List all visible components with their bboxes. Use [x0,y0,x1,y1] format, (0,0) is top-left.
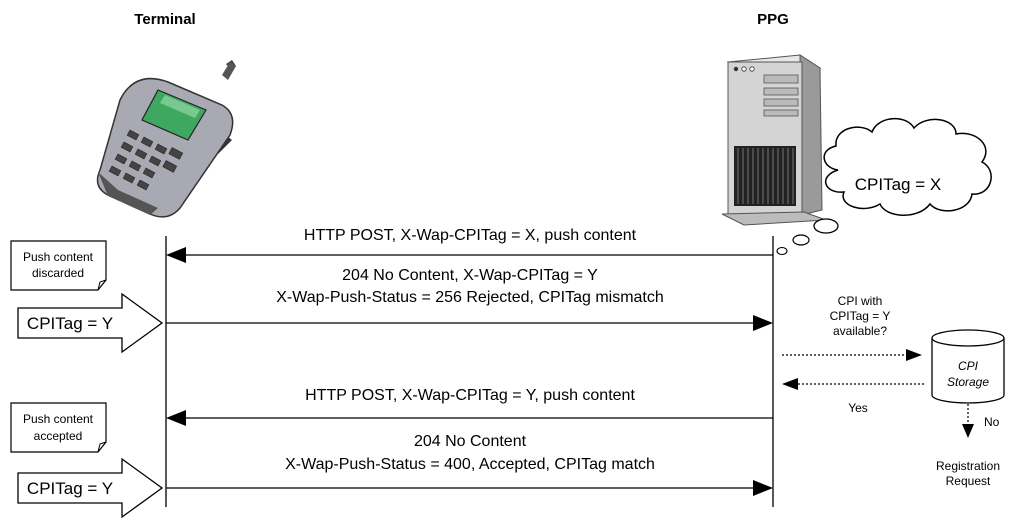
registration-text: Request [946,474,991,488]
query-text: CPITag = Y [830,309,891,323]
message-http-post-x: HTTP POST, X-Wap-CPITag = X, push conten… [166,227,773,263]
message-label: X-Wap-Push-Status = 256 Rejected, CPITag… [276,289,664,306]
message-label: HTTP POST, X-Wap-CPITag = X, push conten… [304,227,637,244]
cpitag-arrow-label: CPITag = Y [27,479,113,498]
registration-text: Registration [936,459,1000,473]
message-label: X-Wap-Push-Status = 400, Accepted, CPITa… [285,456,655,473]
cpitag-arrow-first: CPITag = Y [17,292,164,354]
cpitag-arrow-second: CPITag = Y [17,457,164,519]
ppg-header: PPG [757,11,789,28]
message-204-rejected: 204 No Content, X-Wap-CPITag = Y X-Wap-P… [166,267,773,331]
query-text: CPI with [838,294,883,308]
message-204-accepted: 204 No Content X-Wap-Push-Status = 400, … [166,433,773,496]
note-text: discarded [32,266,84,280]
storage-label: Storage [947,375,989,389]
no-label: No [984,415,1000,429]
query-text: available? [833,324,887,338]
cpi-storage-cylinder: CPI Storage [931,329,1005,404]
note-accepted: Push content accepted [10,402,107,453]
yes-arrow: Yes [782,378,924,415]
message-label: 204 No Content, X-Wap-CPITag = Y [342,267,598,284]
message-label: HTTP POST, X-Wap-CPITag = Y, push conten… [305,387,635,404]
message-label: 204 No Content [414,433,527,450]
thought-cloud: CPITag = X [776,118,992,256]
note-discarded: Push content discarded [10,240,107,291]
server-icon [721,54,827,226]
note-text: Push content [23,412,94,426]
no-arrow: No Registration Request [936,404,1000,488]
yes-label: Yes [848,401,868,415]
cloud-label: CPITag = X [855,175,941,194]
terminal-header: Terminal [134,11,195,28]
storage-label: CPI [958,359,979,373]
message-http-post-y: HTTP POST, X-Wap-CPITag = Y, push conten… [166,387,773,426]
cpitag-arrow-label: CPITag = Y [27,314,113,333]
note-text: Push content [23,250,94,264]
storage-query: CPI with CPITag = Y available? [782,294,922,361]
mobile-phone-icon [96,60,236,218]
note-text: accepted [34,429,83,443]
